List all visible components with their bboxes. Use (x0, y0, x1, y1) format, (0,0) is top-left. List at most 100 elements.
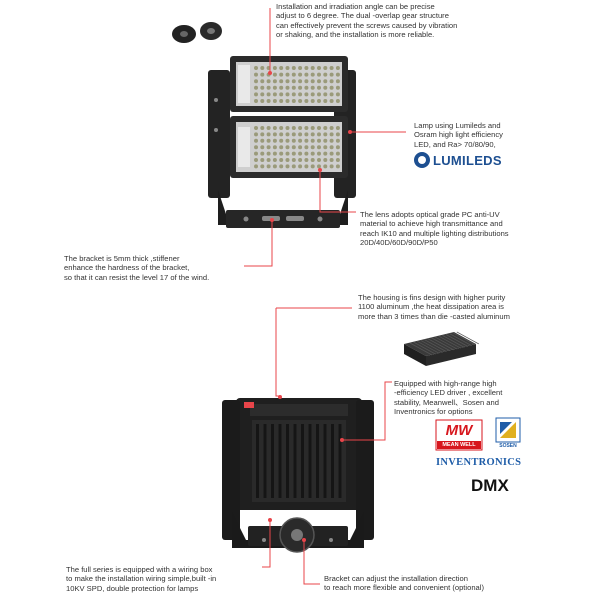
fin-line (442, 334, 465, 348)
led-chip (272, 132, 277, 137)
led-chip (266, 132, 271, 137)
led-chip (279, 151, 284, 156)
meanwell-mark: MW (437, 420, 481, 441)
led-chip (304, 138, 309, 143)
bottom-fixture (222, 398, 374, 553)
led-chip (298, 138, 303, 143)
led-chip (260, 99, 265, 103)
fin-line (438, 335, 461, 349)
led-chip (335, 66, 340, 70)
led-chip (304, 66, 309, 70)
led-chip (285, 72, 290, 77)
led-chip (329, 99, 334, 103)
leader-lines (244, 8, 406, 585)
led-chip (279, 132, 284, 137)
led-chip (254, 151, 258, 156)
led-chip (260, 85, 265, 90)
led-chip (335, 158, 340, 162)
led-chip (291, 158, 296, 162)
led-chip (317, 66, 321, 70)
meanwell-logo (435, 419, 483, 451)
led-chip (323, 164, 328, 169)
led-chip (323, 126, 328, 130)
led-chip (279, 92, 284, 97)
led-chip (323, 66, 328, 70)
led-chip (266, 164, 271, 169)
led-chip (291, 151, 296, 156)
led-chip (304, 72, 309, 77)
led-chip (317, 72, 321, 77)
led-chip (323, 72, 328, 77)
led-chip (329, 126, 334, 130)
led-chip (266, 151, 271, 156)
led-chip (335, 126, 340, 130)
heatsink-fins-image (404, 331, 479, 366)
led-chip (291, 132, 296, 137)
led-chip (304, 132, 309, 137)
led-chip (285, 138, 290, 143)
fin-line (427, 338, 451, 352)
fin-line (420, 340, 443, 353)
led-chip (285, 158, 290, 162)
heatsink-fin (323, 424, 327, 498)
led-chip (254, 92, 258, 97)
heatsink-fin (293, 424, 297, 498)
led-chip (254, 164, 258, 169)
fin-line (424, 339, 447, 352)
led-chip (304, 126, 309, 130)
led-chip (260, 72, 265, 77)
heatsink-fin (286, 424, 289, 498)
callout-driver: Equipped with high-range high -efficienc… (394, 379, 503, 417)
led-chip (291, 164, 296, 169)
led-chip (335, 72, 340, 77)
led-chip (310, 132, 315, 137)
led-chip (291, 99, 296, 103)
led-chip (304, 79, 309, 84)
led-chip (254, 72, 258, 77)
gear-disc-icon (172, 22, 222, 43)
led-chip (310, 164, 315, 169)
led-chip (335, 92, 340, 97)
led-chip (310, 79, 315, 84)
led-chip (260, 126, 265, 130)
led-chip (285, 66, 290, 70)
led-chip (266, 85, 271, 90)
led-chip (272, 72, 277, 77)
led-chip (285, 164, 290, 169)
led-chip (272, 158, 277, 162)
led-chip (279, 85, 284, 90)
led-chip (254, 158, 258, 162)
led-chip (317, 85, 321, 90)
led-chip (266, 138, 271, 143)
led-chip (310, 138, 315, 143)
led-chip (323, 132, 328, 137)
led-chip (298, 72, 303, 77)
led-chip (272, 92, 277, 97)
led-chip (329, 151, 334, 156)
lumileds-mark-inner (418, 156, 426, 164)
led-chip (329, 92, 334, 97)
led-chip (260, 145, 265, 150)
leader-dots (268, 71, 352, 542)
led-chip (323, 158, 328, 162)
led-chip (272, 66, 277, 70)
led-chip (279, 99, 284, 103)
led-chip (260, 164, 265, 169)
sosen-logo (495, 417, 521, 443)
led-chip (317, 151, 321, 156)
led-chip (304, 158, 309, 162)
led-chip (272, 145, 277, 150)
led-chip (335, 164, 340, 169)
led-chip (291, 79, 296, 84)
callout-bracket: The bracket is 5mm thick ,stiffener enha… (64, 254, 210, 282)
led-chip (285, 92, 290, 97)
heatsink-fin (331, 424, 334, 498)
heatsink-fin (263, 424, 267, 498)
callout-lamp: Lamp using Lumileds and Osram high light… (414, 121, 503, 149)
led-chip (335, 138, 340, 143)
led-chip (266, 92, 271, 97)
led-chip (254, 145, 258, 150)
led-chip (291, 138, 296, 143)
led-chip (254, 138, 258, 143)
led-chip (279, 126, 284, 130)
